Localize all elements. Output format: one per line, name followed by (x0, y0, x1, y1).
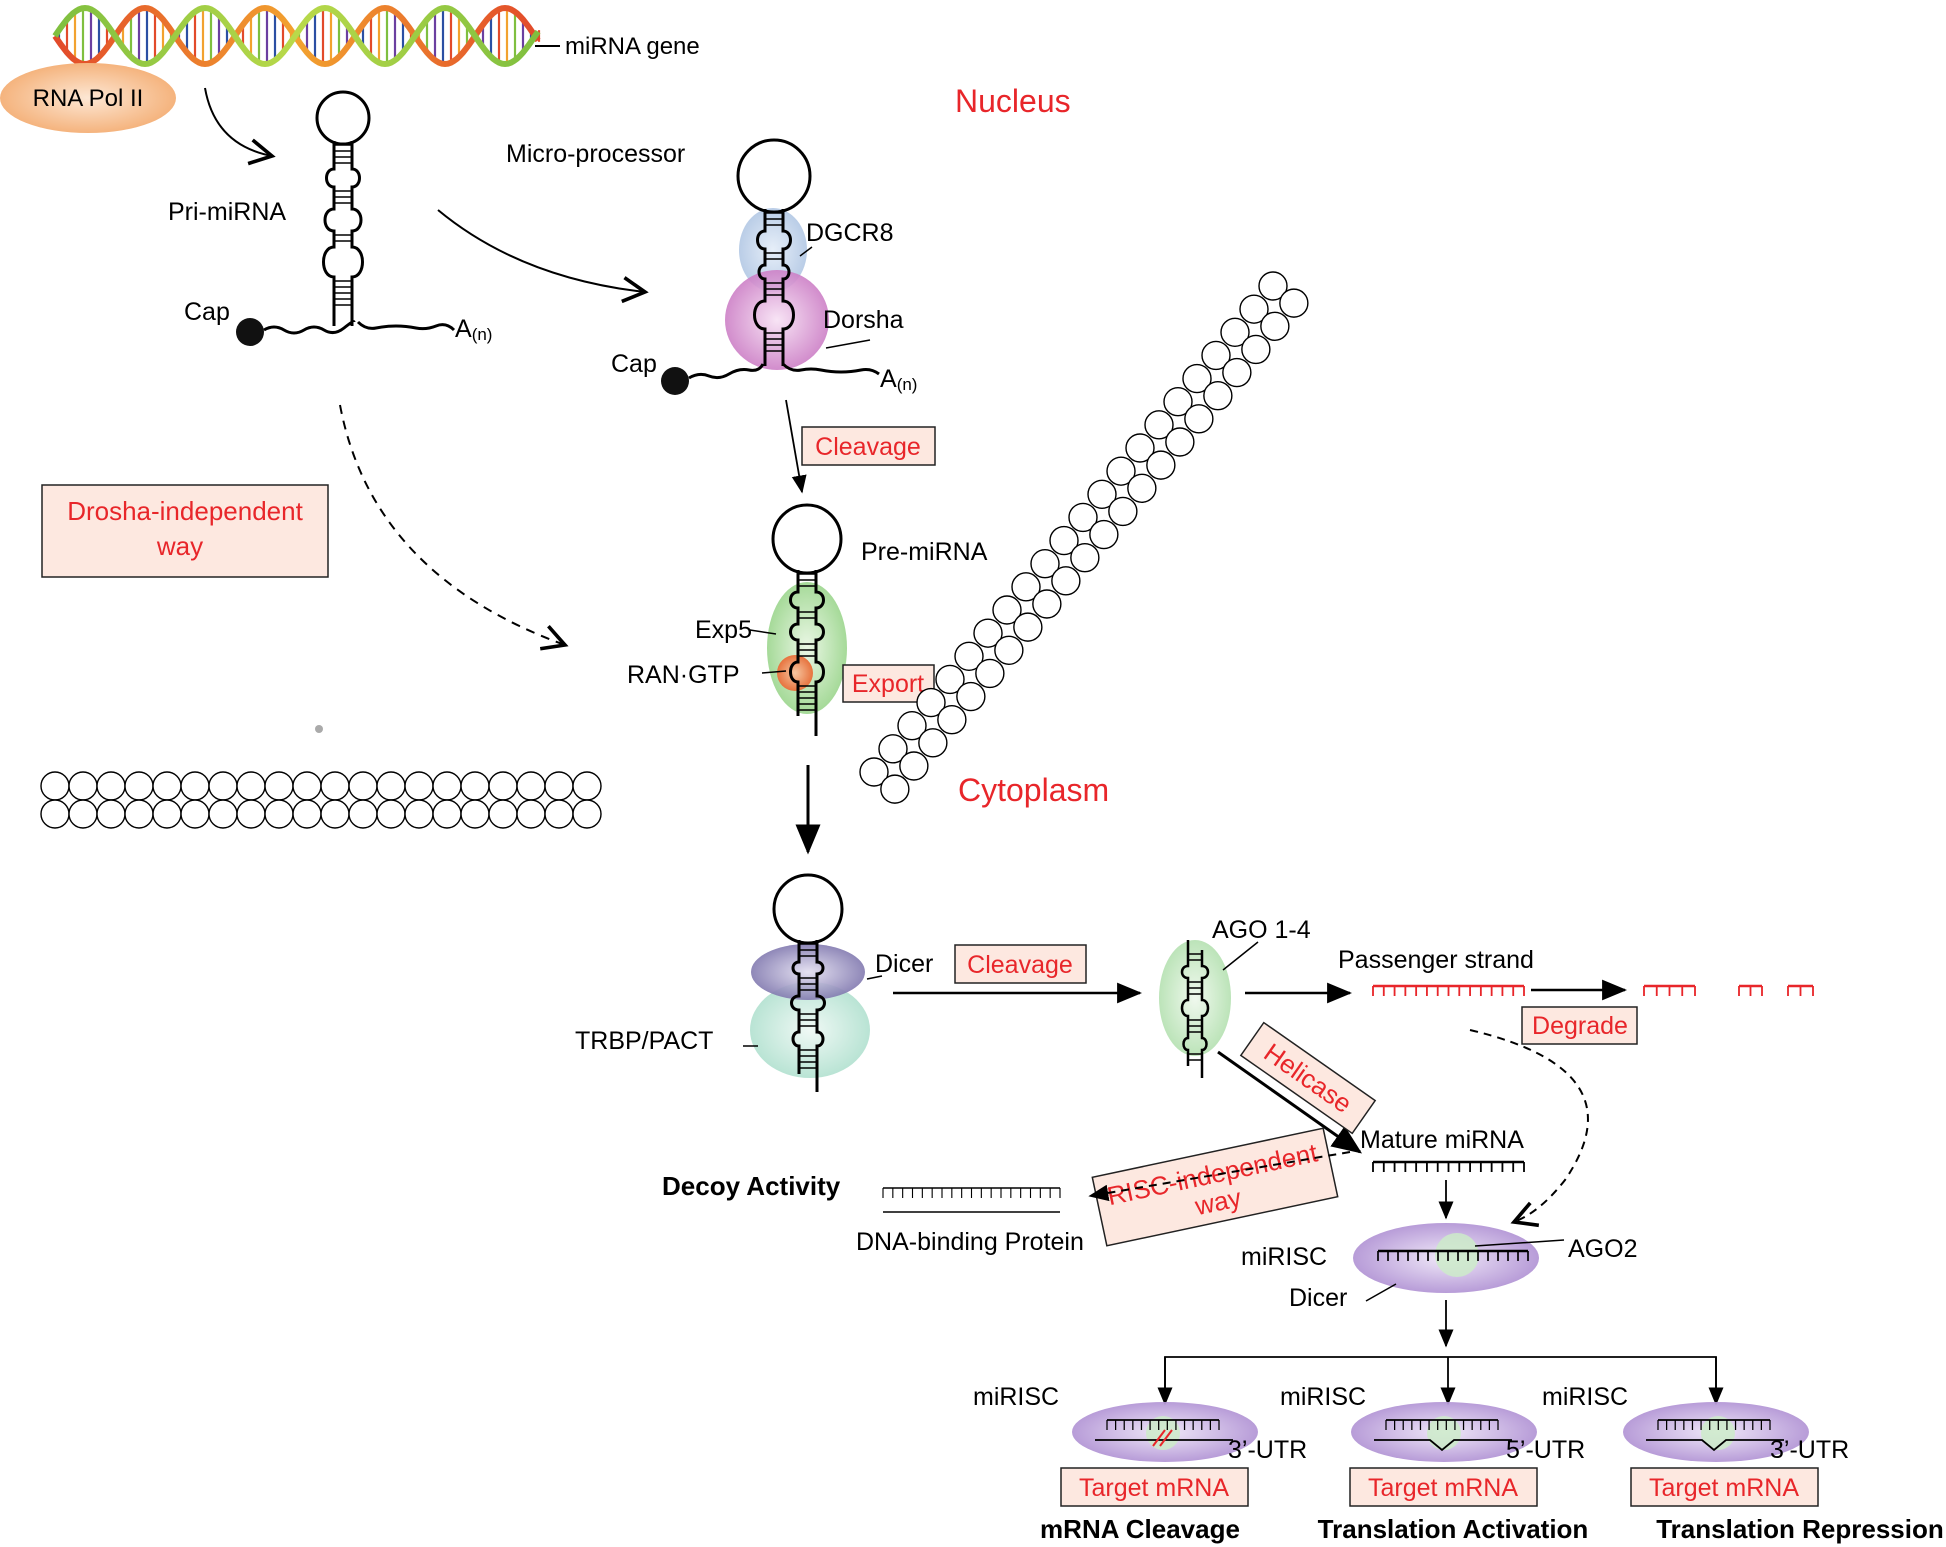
pri-mirna-5prime-tail (263, 320, 356, 335)
microprocessor-5prime-tail (688, 363, 765, 380)
cytoplasm-label: Cytoplasm (958, 772, 1109, 808)
mirna-duplex (1180, 940, 1210, 1078)
dicer-protein (751, 944, 865, 1000)
cleavage-mark (1152, 1429, 1166, 1447)
ran-gtp-protein (777, 655, 813, 691)
ago2-label: AGO2 (1568, 1235, 1637, 1263)
pri-mirna-hairpin (315, 90, 371, 326)
dorsha-protein (725, 270, 829, 370)
trbp-pact-label: TRBP/PACT (575, 1027, 713, 1055)
transcription-arrow (204, 87, 276, 166)
mirna-gene-label: miRNA gene (565, 33, 700, 60)
pri-mirna-3prime-tail (356, 320, 456, 332)
dgcr8-label: DGCR8 (806, 219, 894, 247)
export-label: Export (852, 670, 924, 698)
mature-mirna-strand (1372, 1160, 1525, 1172)
ago2-protein (1435, 1233, 1479, 1277)
outcome-label-2: Translation Activation (1318, 1514, 1589, 1544)
mirisc-label: miRISC (1241, 1243, 1327, 1271)
risc-independent-box-group: RISC-independent way (1091, 1127, 1339, 1247)
rna-pol-ii-enzyme (0, 63, 176, 133)
rna-pol-ii-label: RNA Pol II (33, 85, 144, 112)
utr-label-2: 5’-UTR (1506, 1436, 1585, 1464)
dicer-label-2: Dicer (1289, 1284, 1347, 1312)
ago14-protein (1159, 940, 1231, 1056)
outcome-label-3: Translation Repression (1656, 1514, 1944, 1544)
target-mrna-box-1 (1060, 1467, 1249, 1507)
exp5-protein (767, 582, 847, 714)
processing-arrow (437, 209, 649, 304)
ran-gtp-label: RAN·GTP (627, 661, 740, 689)
passenger-strand (1372, 984, 1525, 996)
target-mrna-label-2: Target mRNA (1368, 1474, 1518, 1502)
dna-binding-protein-label: DNA-binding Protein (856, 1228, 1084, 1256)
passenger-to-mirisc-arrow (1469, 1029, 1589, 1228)
ago14-label: AGO 1-4 (1212, 916, 1311, 944)
mirna-target-duplex-2 (1374, 1419, 1512, 1452)
mirisc-label-3: miRISC (1542, 1383, 1628, 1411)
helicase-box (1239, 1021, 1377, 1135)
dicer-hairpin (772, 873, 844, 1092)
dna-binding-protein-strand (882, 1187, 1061, 1213)
nuclear-envelope-right (859, 271, 1309, 804)
mirisc-mirna (1377, 1249, 1529, 1261)
cleavage-box-2 (954, 944, 1087, 984)
dicer-label: Dicer (875, 950, 933, 978)
mature-mirna-label: Mature miRNA (1360, 1126, 1524, 1154)
cleavage-label-1: Cleavage (815, 433, 921, 461)
mirisc-label-1: miRISC (973, 1383, 1059, 1411)
branch-connector (1164, 1356, 1717, 1400)
cap-icon (236, 318, 264, 346)
cleavage-box-1 (801, 426, 936, 466)
degrade-box (1521, 1006, 1638, 1045)
pre-mirna-hairpin (771, 503, 843, 736)
nucleus-label: Nucleus (955, 83, 1071, 119)
drosha-independent-box (41, 484, 329, 578)
exp5-label: Exp5 (695, 616, 752, 644)
trbp-pact-protein (750, 982, 870, 1078)
microprocessor-hairpin (736, 138, 812, 366)
target-mrna-box-2 (1349, 1467, 1538, 1507)
cap-label-2: Cap (611, 350, 657, 378)
target-mrna-label-1: Target mRNA (1079, 1474, 1229, 1502)
mirna-target-duplex-3 (1646, 1419, 1784, 1452)
target-mrna-label-3: Target mRNA (1649, 1474, 1799, 1502)
risc-independent-arrow (1088, 1151, 1351, 1202)
cap-icon-2 (661, 367, 689, 395)
polya-label: A(n) (455, 315, 492, 344)
dorsha-label: Dorsha (823, 306, 904, 334)
nuclear-envelope-left (40, 771, 602, 829)
polya-label-2: A(n) (880, 365, 917, 394)
mirisc-label-2: miRISC (1280, 1383, 1366, 1411)
utr-label-3: 3’-UTR (1770, 1436, 1849, 1464)
risc-independent-box (1091, 1127, 1339, 1247)
microprocessor-label: Micro-processor (506, 140, 685, 168)
pre-mirna-label: Pre-miRNA (861, 538, 988, 566)
passenger-strand-label: Passenger strand (1338, 946, 1534, 974)
utr-label-1: 3’-UTR (1228, 1436, 1307, 1464)
microprocessor-3prime-tail (781, 362, 880, 376)
target-mrna-box-3 (1630, 1467, 1819, 1507)
drosha-independent-label-1: Drosha-independent (67, 496, 303, 526)
drosha-independent-arrow (339, 404, 569, 651)
cap-label: Cap (184, 298, 230, 326)
decoy-activity-label: Decoy Activity (662, 1171, 841, 1201)
pri-mirna-label: Pri-miRNA (168, 198, 286, 226)
cleavage-label-2: Cleavage (967, 951, 1073, 979)
drosha-independent-label-2: way (156, 531, 203, 561)
dna-helix-icon (52, 4, 541, 68)
degrade-label: Degrade (1532, 1012, 1628, 1040)
outcome-label-1: mRNA Cleavage (1040, 1514, 1240, 1544)
degraded-fragments (1643, 984, 1814, 996)
